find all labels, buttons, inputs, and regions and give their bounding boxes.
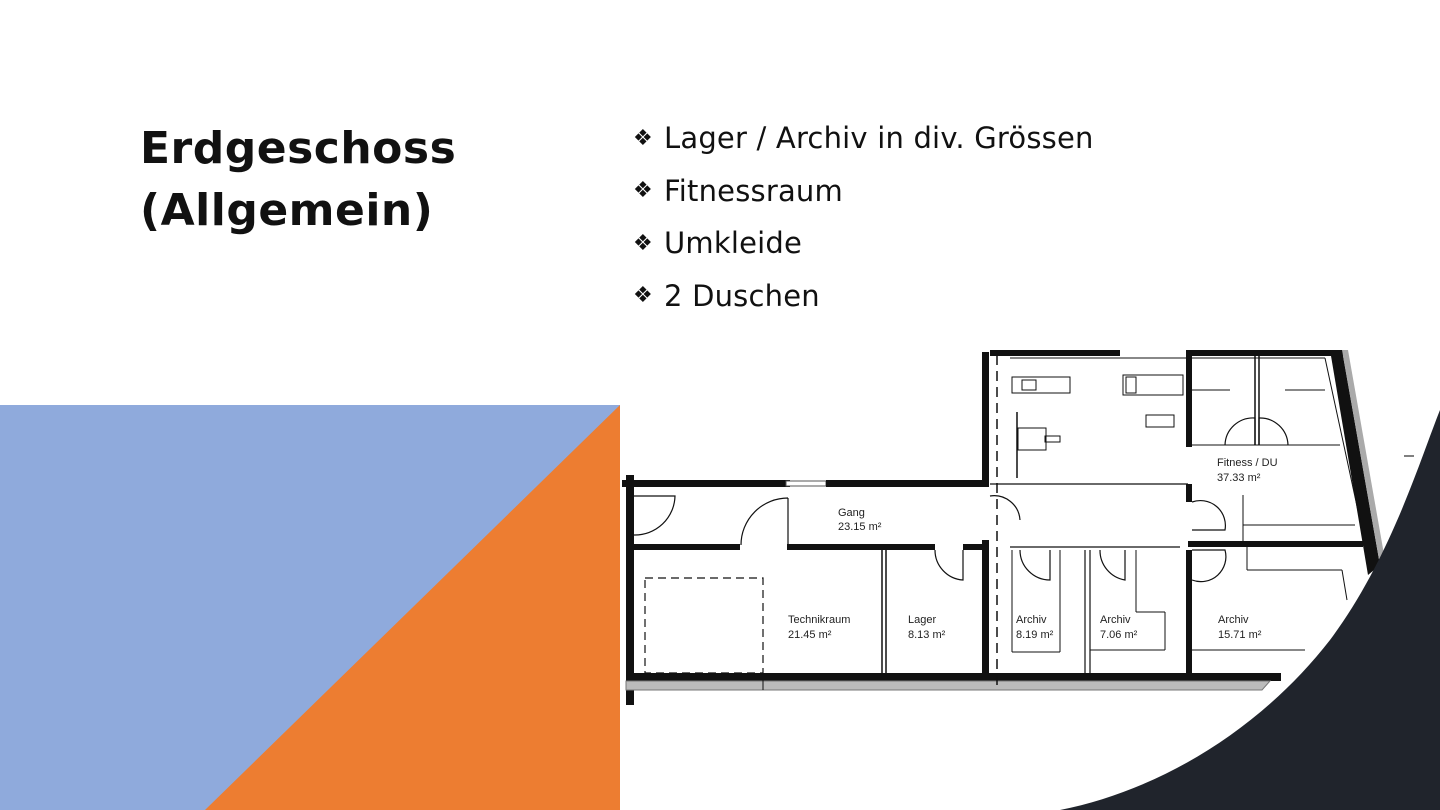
- orange-triangle: [205, 405, 620, 810]
- feature-text: Lager / Archiv in div. Grössen: [664, 121, 1094, 156]
- feature-text: Umkleide: [664, 226, 803, 261]
- slide-title-line-1: Erdgeschoss: [140, 123, 457, 174]
- room-area-technikraum: 21.45 m²: [788, 629, 832, 641]
- feature-item: ❖ Fitnessraum: [630, 165, 1094, 218]
- room-area-fitness: 37.33 m²: [1217, 472, 1261, 484]
- feature-item: ❖ Umkleide: [630, 217, 1094, 270]
- decorative-color-block: [0, 405, 620, 810]
- room-name-gang: Gang: [838, 507, 865, 519]
- slide-title-line-2: (Allgemein): [140, 185, 434, 236]
- room-name-archiv-1: Archiv: [1016, 614, 1047, 626]
- room-area-lager: 8.13 m²: [908, 629, 946, 641]
- feature-text: 2 Duschen: [664, 278, 820, 313]
- floor-plan: Gang 23.15 m² Technikraum 21.45 m² Lager…: [622, 350, 1385, 705]
- room-name-archiv-3: Archiv: [1218, 614, 1249, 626]
- diamond-bullet-icon: ❖: [633, 230, 653, 256]
- room-name-archiv-2: Archiv: [1100, 614, 1131, 626]
- room-name-fitness: Fitness / DU: [1217, 457, 1278, 469]
- feature-list: ❖ Lager / Archiv in div. Grössen ❖ Fitne…: [630, 112, 1094, 322]
- feature-item: ❖ 2 Duschen: [630, 270, 1094, 323]
- diamond-bullet-icon: ❖: [633, 178, 653, 204]
- feature-text: Fitnessraum: [664, 173, 843, 208]
- room-area-gang: 23.15 m²: [838, 521, 882, 533]
- room-name-lager: Lager: [908, 614, 936, 626]
- slide-title: Erdgeschoss (Allgemein): [140, 118, 456, 242]
- room-area-archiv-1: 8.19 m²: [1016, 629, 1054, 641]
- room-name-technikraum: Technikraum: [788, 614, 850, 626]
- room-area-archiv-3: 15.71 m²: [1218, 629, 1262, 641]
- diamond-bullet-icon: ❖: [633, 283, 653, 309]
- room-area-archiv-2: 7.06 m²: [1100, 629, 1138, 641]
- diamond-bullet-icon: ❖: [633, 125, 653, 151]
- feature-item: ❖ Lager / Archiv in div. Grössen: [630, 112, 1094, 165]
